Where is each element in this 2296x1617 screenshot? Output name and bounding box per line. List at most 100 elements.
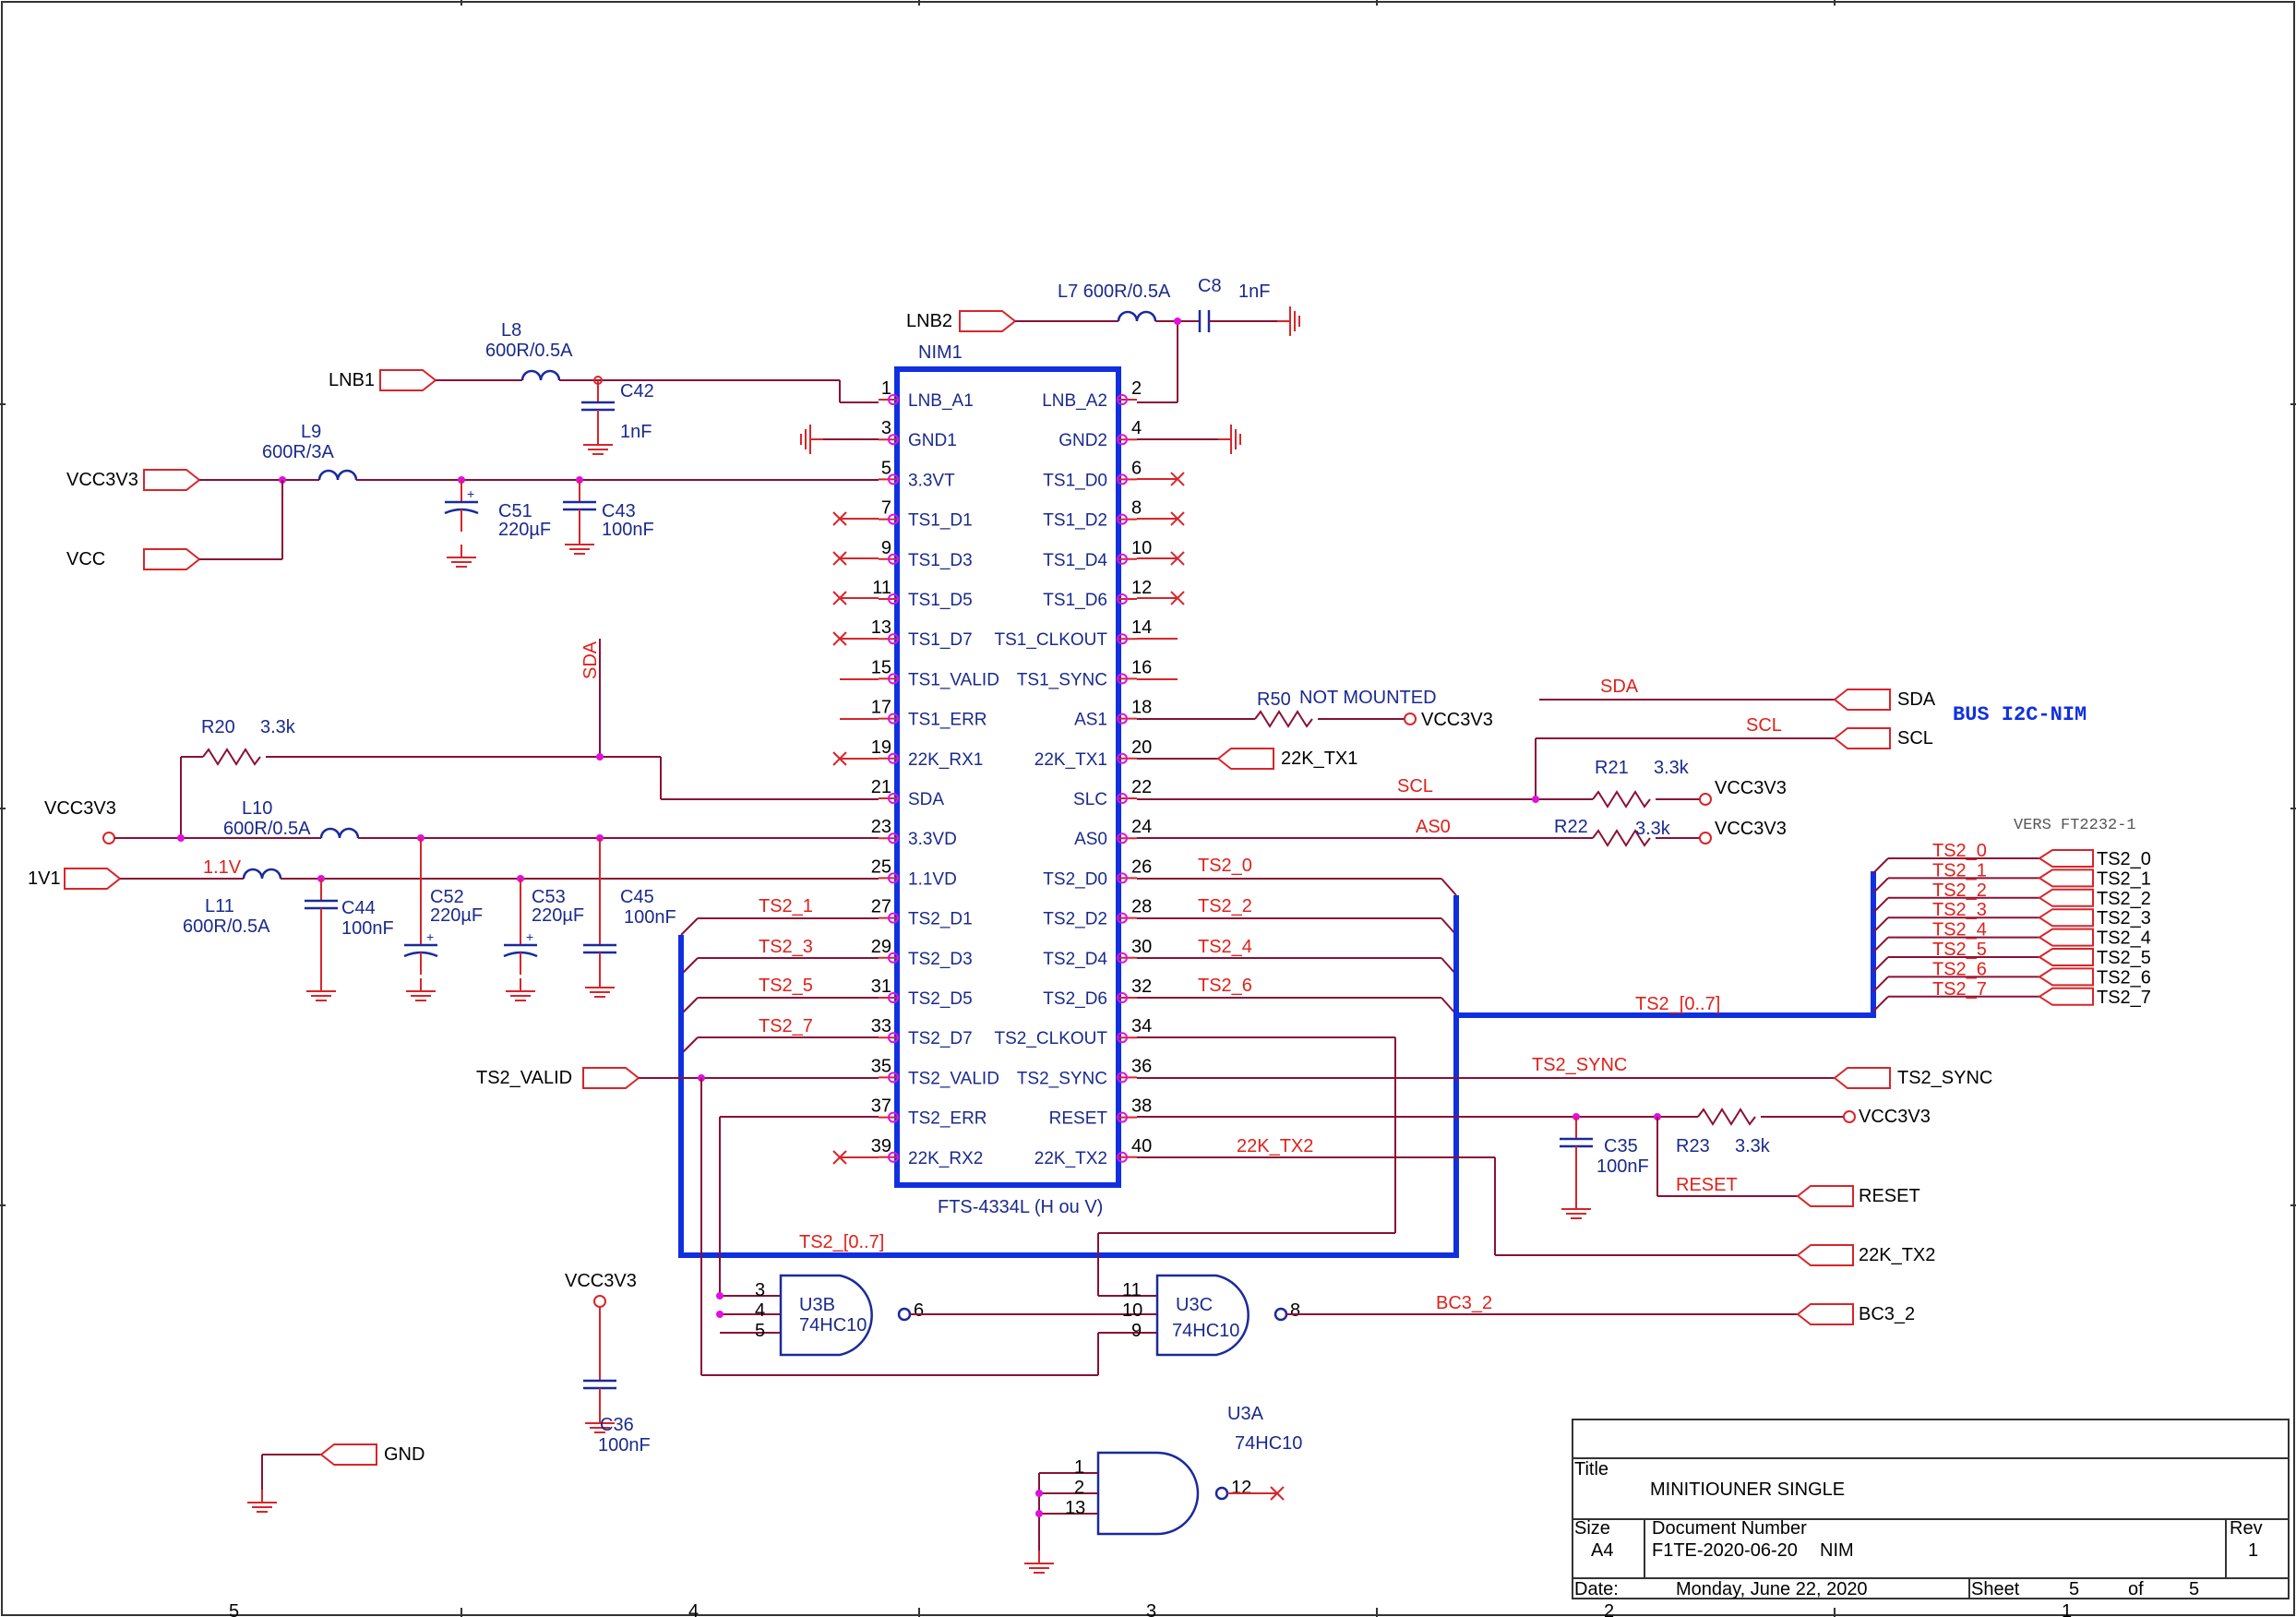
port-1v1-label: 1V1 [28,868,61,889]
port-bc3-2[interactable] [1797,1303,1854,1325]
ground-symbol [1217,424,1241,455]
pin-number: 20 [1131,737,1152,758]
u3c-pin: 10 [1122,1300,1142,1321]
u3b-pin: 5 [755,1321,765,1341]
port-ts2-out[interactable] [2038,948,2094,966]
port-ts2-out[interactable] [2038,908,2094,928]
port-vcc3v3[interactable] [143,469,200,491]
resistor-r23 [1697,1108,1756,1125]
net-ts2-7: TS2_7 [759,1016,813,1036]
port-ts2-out-label: TS2_1 [2097,868,2151,889]
c43-value: 100nF [602,520,654,540]
pin-name: AS0 [1074,830,1107,849]
inductor-l10 [319,827,360,840]
port-ts2-out-label: TS2_3 [2097,908,2151,928]
port-lnb1[interactable] [379,369,436,391]
net-bus-ts2-b: TS2_[0..7] [1635,994,1720,1014]
sheet-label: Sheet [1971,1579,2020,1599]
inductor-l8 [520,369,561,382]
pin-name: TS2_ERR [908,1109,987,1129]
net-ts2-out: TS2_0 [1932,841,1987,861]
port-ts2-out[interactable] [2038,868,2094,888]
port-ts2-out[interactable] [2038,987,2094,1006]
pin-number: 6 [1131,458,1142,478]
title-label: Title [1574,1459,1608,1479]
port-ts2-out[interactable] [2038,888,2094,907]
net-reset: RESET [1676,1175,1738,1195]
port-22k-tx2-label: 22K_TX2 [1859,1245,1935,1265]
port-ts2-valid[interactable] [582,1067,640,1089]
pin-name: RESET [1049,1109,1108,1129]
pin-number: 32 [1131,976,1152,997]
l9-value: 600R/3A [262,442,334,462]
capacitor-c45 [581,921,618,976]
capacitor-c35 [1558,1115,1595,1170]
r21-ref: R21 [1595,758,1629,778]
port-vcc[interactable] [143,548,200,570]
ground-symbol [305,977,337,1001]
net-bc3-2: BC3_2 [1436,1293,1492,1313]
port-22k-tx1[interactable] [1217,748,1274,770]
pin-number: 39 [871,1136,891,1156]
port-22k-tx2[interactable] [1797,1244,1854,1266]
svg-text:3: 3 [1146,1601,1156,1617]
docnum-value: F1TE-2020-06-20 [1652,1540,1798,1561]
inductor-l11 [242,868,282,880]
l8-value: 600R/0.5A [485,341,573,361]
pin-name: TS1_D1 [908,511,973,531]
port-scl[interactable] [1834,727,1891,749]
net-ts2-5: TS2_5 [759,976,813,996]
pin-number: 27 [871,897,891,917]
vcc3v3-pwr-label: VCC3V3 [44,798,116,819]
net-ts2-out: TS2_6 [1932,959,1987,979]
u3b-pin: 6 [914,1300,924,1321]
c45-ref: C45 [620,887,654,907]
pin-number: 5 [881,458,891,478]
r20-ref: R20 [201,717,235,737]
port-gnd[interactable] [320,1443,377,1466]
capacitor-c42 [580,378,616,434]
port-ts2-sync[interactable] [1834,1067,1891,1089]
border-numbers: 5 4 3 2 1 [229,1601,2072,1617]
port-ts2-out[interactable] [2038,849,2094,868]
docnum-suffix: NIM [1820,1540,1854,1561]
port-sda[interactable] [1834,689,1891,711]
port-reset[interactable] [1797,1185,1854,1207]
u3b-pin: 3 [755,1280,765,1300]
port-lnb1-label: LNB1 [329,370,375,390]
pin-name: 3.3VT [908,471,955,490]
port-ts2-out-label: TS2_0 [2097,849,2151,869]
port-ts2-out[interactable] [2038,928,2094,947]
resistor-r20 [202,749,261,765]
port-scl-label: SCL [1897,728,1933,749]
c52-ref: C52 [430,887,464,907]
ground-symbol [246,1489,278,1513]
net-ts2-out: TS2_4 [1932,920,1987,940]
port-sda-label: SDA [1897,689,1936,710]
port-ts2-out[interactable] [2038,967,2094,987]
resistor-r50 [1254,711,1313,727]
port-1v1[interactable] [64,868,121,890]
port-lnb2[interactable] [959,310,1016,332]
pin-number: 1 [881,378,891,399]
pin-number: 35 [871,1056,891,1076]
net-ts2-3: TS2_3 [759,937,813,957]
pin-name: AS1 [1074,711,1107,730]
pin-number: 12 [1131,578,1152,598]
pin-number: 23 [871,817,891,837]
net-ts2-out: TS2_1 [1932,860,1987,880]
net-sda: SDA [1600,677,1639,697]
ground-symbol [582,431,614,455]
pin-name: TS1_D3 [908,551,973,570]
